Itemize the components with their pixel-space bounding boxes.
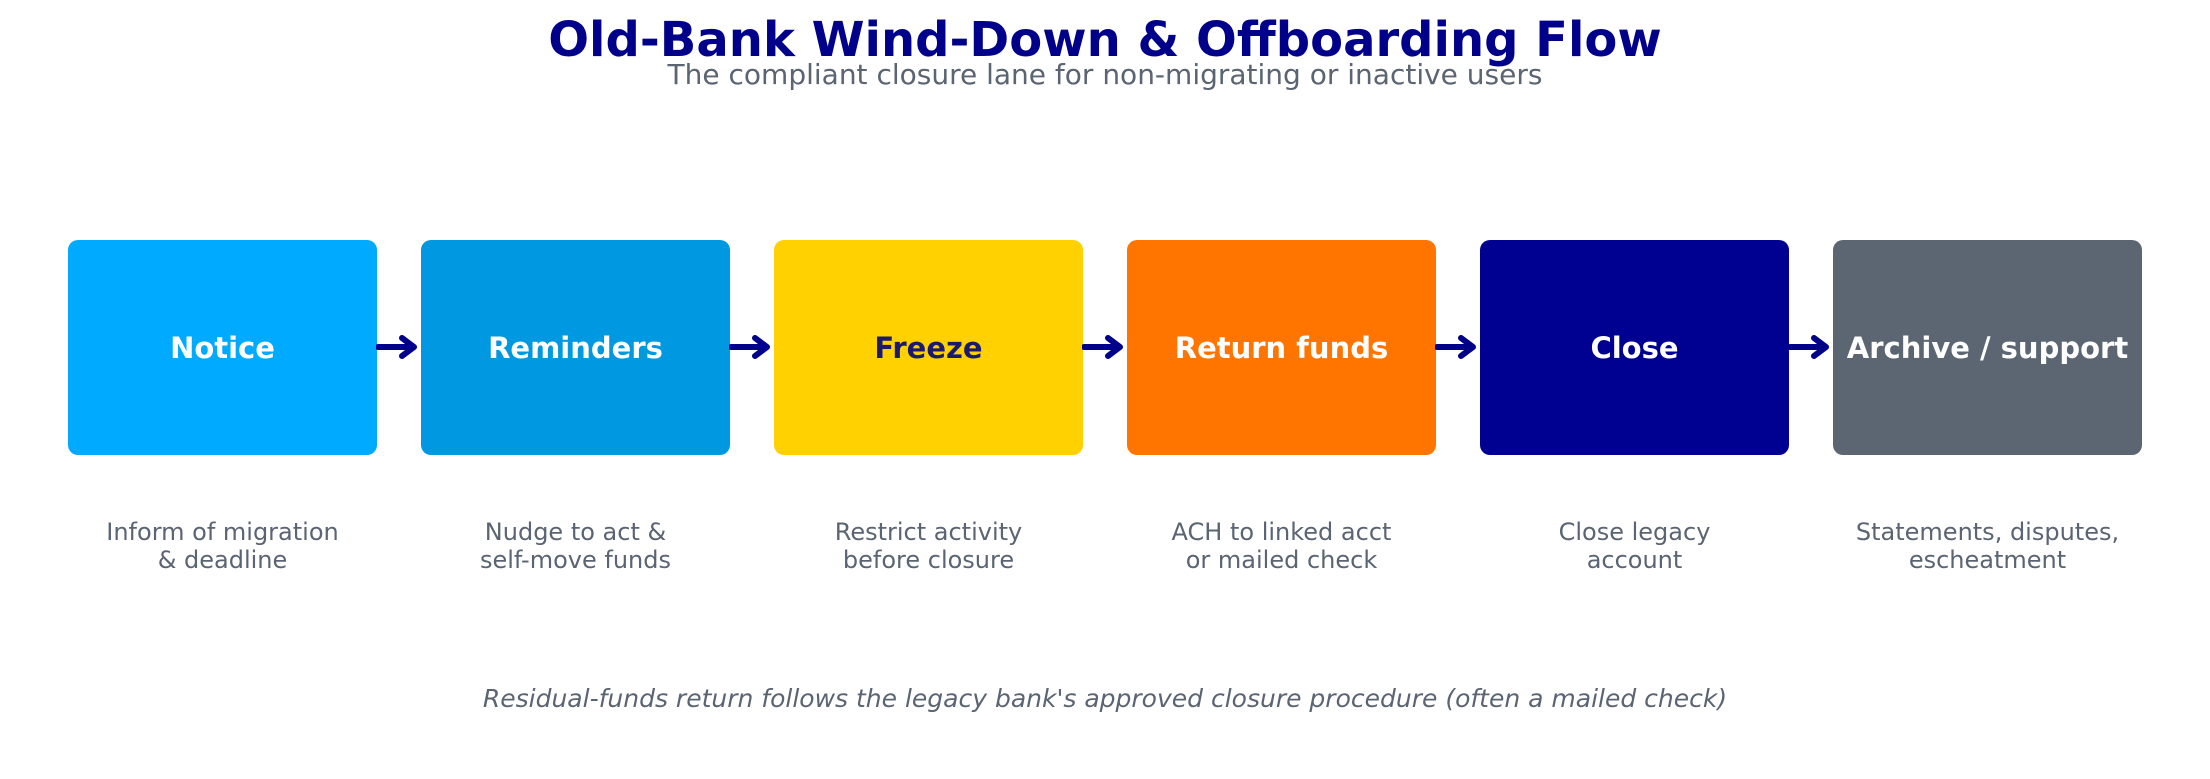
step-description-notice: Inform of migration & deadline — [106, 518, 339, 574]
step-description-archive-support: Statements, disputes, escheatment — [1855, 518, 2120, 574]
arrow-right-icon — [1788, 335, 1829, 359]
step-label-archive-support: Archive / support — [1846, 330, 2129, 365]
step-description-return-funds: ACH to linked acct or mailed check — [1171, 518, 1392, 574]
step-box-freeze: Freeze — [774, 240, 1083, 455]
footnote: Residual-funds return follows the legacy… — [482, 684, 1728, 713]
step-box-close: Close — [1480, 240, 1789, 455]
step-label-reminders: Reminders — [488, 330, 663, 365]
diagram-title: Old-Bank Wind-Down & Offboarding Flow — [548, 12, 1662, 68]
step-description-reminders: Nudge to act & self-move funds — [479, 518, 671, 574]
step-label-return-funds: Return funds — [1174, 330, 1389, 365]
diagram-subtitle: The compliant closure lane for non-migra… — [667, 58, 1543, 91]
step-box-archive-support: Archive / support — [1833, 240, 2142, 455]
step-box-reminders: Reminders — [421, 240, 730, 455]
arrow-right-icon — [1082, 335, 1123, 359]
step-label-freeze: Freeze — [874, 330, 983, 365]
step-description-freeze: Restrict activity before closure — [834, 518, 1023, 574]
arrow-right-icon — [376, 335, 417, 359]
arrow-right-icon — [1435, 335, 1476, 359]
step-label-close: Close — [1590, 330, 1679, 365]
step-label-notice: Notice — [170, 330, 275, 365]
step-description-close: Close legacy account — [1558, 518, 1711, 574]
step-box-return-funds: Return funds — [1127, 240, 1436, 455]
arrow-right-icon — [729, 335, 770, 359]
step-box-notice: Notice — [68, 240, 377, 455]
